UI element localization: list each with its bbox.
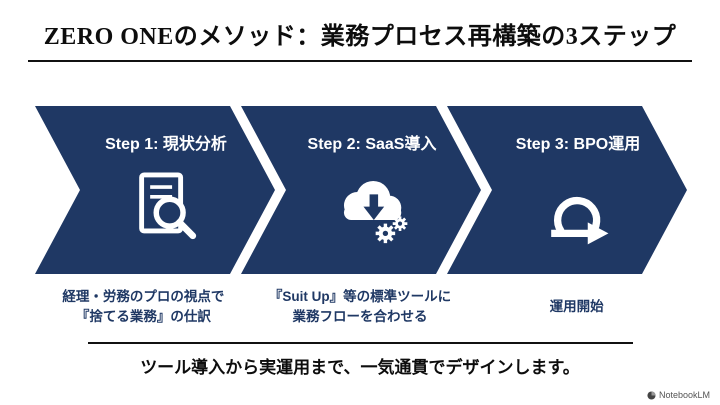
step-3-label: Step 3: BPO運用 [515,136,641,153]
caption-line: 経理・労務のプロの視点で [62,288,225,304]
gear-small-icon [393,216,408,231]
footer-divider [87,342,633,344]
step-2-content: Step 2: SaaS導入 [286,106,437,248]
step-1-label: Step 1: 現状分析 [105,136,227,153]
loop-arrow-icon [539,170,617,248]
caption-line: 『Suit Up』等の標準ツールに [268,288,452,304]
step-2-caption: 『Suit Up』等の標準ツールに 業務フローを合わせる [252,286,469,328]
title-underline [28,60,692,62]
notebooklm-watermark: NotebookLM [647,390,710,400]
caption-line: 『捨てる業務』の仕訳 [75,309,211,324]
watermark-label: NotebookLM [658,390,710,400]
footer-text: ツール導入から実運用まで、一気通貫でデザインします。 [140,358,580,377]
step-captions: 経理・労務のプロの視点で 『捨てる業務』の仕訳 『Suit Up』等の標準ツール… [35,286,685,328]
step-1-content: Step 1: 現状分析 [83,106,227,248]
page-title: ZERO ONEのメソッド：業務プロセス再構築の3ステップ [43,24,677,50]
caption-line: 業務フローを合わせる [292,309,428,324]
step-1-chevron: Step 1: 現状分析 [35,106,275,274]
notebooklm-logo-icon [647,390,656,400]
process-steps: Step 1: 現状分析 Step 2: SaaS導入 [35,106,685,274]
step-3-content: Step 3: BPO運用 [494,106,640,248]
step-3-chevron: Step 3: BPO運用 [447,106,687,274]
step-1-caption: 経理・労務のプロの視点で 『捨てる業務』の仕訳 [35,286,252,328]
cloud-download-gears-icon [333,170,411,248]
step-2-label: Step 2: SaaS導入 [307,136,437,153]
caption-line: 運用開始 [549,298,604,314]
document-search-icon [127,170,205,248]
step-2-chevron: Step 2: SaaS導入 [241,106,481,274]
gear-icon [376,224,396,244]
step-3-caption: 運用開始 [468,286,685,328]
